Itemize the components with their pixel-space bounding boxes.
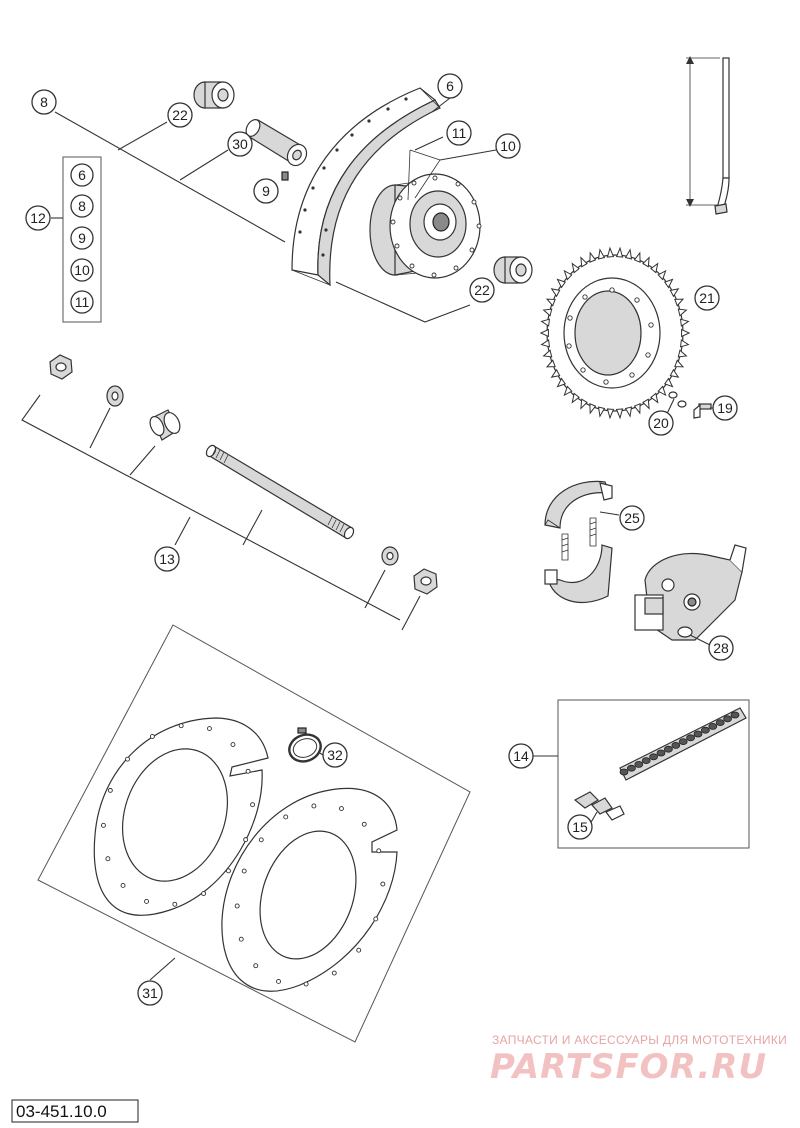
callout-19: 19: [712, 395, 738, 421]
spacer-tube-part: [245, 119, 308, 167]
nipple-part: [281, 171, 289, 181]
svg-text:31: 31: [142, 985, 158, 1001]
callout-30: 30: [227, 131, 253, 157]
svg-text:28: 28: [713, 640, 729, 656]
washer-right-part: [381, 546, 399, 566]
callout-20: 20: [648, 410, 674, 436]
callout-31: 31: [137, 980, 163, 1006]
gasket-large-part: [93, 717, 269, 916]
svg-text:22: 22: [474, 282, 490, 298]
kit-12-item-11: 11: [70, 290, 94, 314]
callout-25: 25: [619, 505, 645, 531]
svg-text:9: 9: [262, 183, 270, 199]
svg-text:11: 11: [75, 294, 90, 310]
svg-text:20: 20: [653, 415, 669, 431]
chain-link-part: [573, 791, 625, 821]
circlip-part: [288, 727, 322, 763]
svg-text:19: 19: [717, 400, 733, 416]
callout-15: 15: [567, 814, 593, 840]
drawing-number-frame: [11, 1099, 139, 1123]
axle-nut-left-part: [49, 354, 73, 380]
rim-part: [291, 87, 441, 287]
callout-14: 14: [508, 743, 534, 769]
callout-32: 32: [322, 742, 348, 768]
bearing-top-part: [193, 81, 235, 109]
chain-part: [619, 707, 747, 781]
svg-text:9: 9: [78, 230, 86, 246]
callout-12: 12: [25, 205, 51, 231]
sprocket-part: [539, 246, 691, 420]
callout-13: 13: [154, 546, 180, 572]
svg-text:10: 10: [74, 262, 90, 278]
kit-12-box: [62, 156, 102, 323]
svg-text:6: 6: [446, 78, 454, 94]
hub-part: [369, 149, 482, 279]
svg-text:12: 12: [30, 210, 46, 226]
callout-11: 11: [446, 120, 472, 146]
svg-text:10: 10: [500, 138, 516, 154]
svg-text:15: 15: [572, 819, 588, 835]
gasket-small-part: [221, 787, 398, 992]
callout-22-bottom: 22: [469, 277, 495, 303]
kit-12-item-8: 8: [70, 194, 94, 218]
svg-text:8: 8: [78, 198, 86, 214]
svg-text:13: 13: [159, 551, 175, 567]
spoke-part: [686, 56, 730, 215]
callout-6-top: 6: [437, 73, 463, 99]
svg-text:21: 21: [699, 290, 715, 306]
svg-text:6: 6: [78, 167, 86, 183]
callout-10: 10: [495, 133, 521, 159]
callout-28: 28: [708, 635, 734, 661]
watermark-tagline: ЗАПЧАСТИ И АКСЕССУАРЫ ДЛЯ МОТОТЕХНИКИ: [492, 1033, 787, 1047]
svg-text:11: 11: [452, 125, 467, 141]
kit-12-item-9: 9: [70, 226, 94, 250]
washer-left-part: [106, 385, 124, 407]
drawing-number: 03-451.10.0: [16, 1102, 107, 1121]
svg-text:14: 14: [513, 748, 529, 764]
svg-text:8: 8: [40, 94, 48, 110]
bearing-bottom-part: [493, 256, 533, 284]
axle-part: [205, 444, 355, 540]
axle-nut-right-part: [413, 568, 438, 595]
kit-12-item-6: 6: [70, 163, 94, 187]
sprocket-nut-part: [663, 391, 687, 421]
brake-shoes-part: [544, 480, 613, 604]
kit-12-item-10: 10: [70, 258, 94, 282]
axle-spacer-part: [149, 409, 181, 441]
callout-8: 8: [31, 89, 57, 115]
callout-22-top: 22: [167, 102, 193, 128]
chain-kit-box: [557, 699, 750, 849]
brake-anchor-part: [634, 544, 747, 641]
watermark-logo: PARTSFOR.RU: [490, 1047, 767, 1087]
callout-21: 21: [694, 285, 720, 311]
svg-text:32: 32: [327, 747, 343, 763]
gasket-kit-box: [37, 624, 471, 1043]
sprocket-bolt-part: [693, 403, 712, 419]
callout-9: 9: [253, 178, 279, 204]
svg-text:30: 30: [232, 136, 248, 152]
svg-text:22: 22: [172, 107, 188, 123]
svg-text:25: 25: [624, 510, 640, 526]
